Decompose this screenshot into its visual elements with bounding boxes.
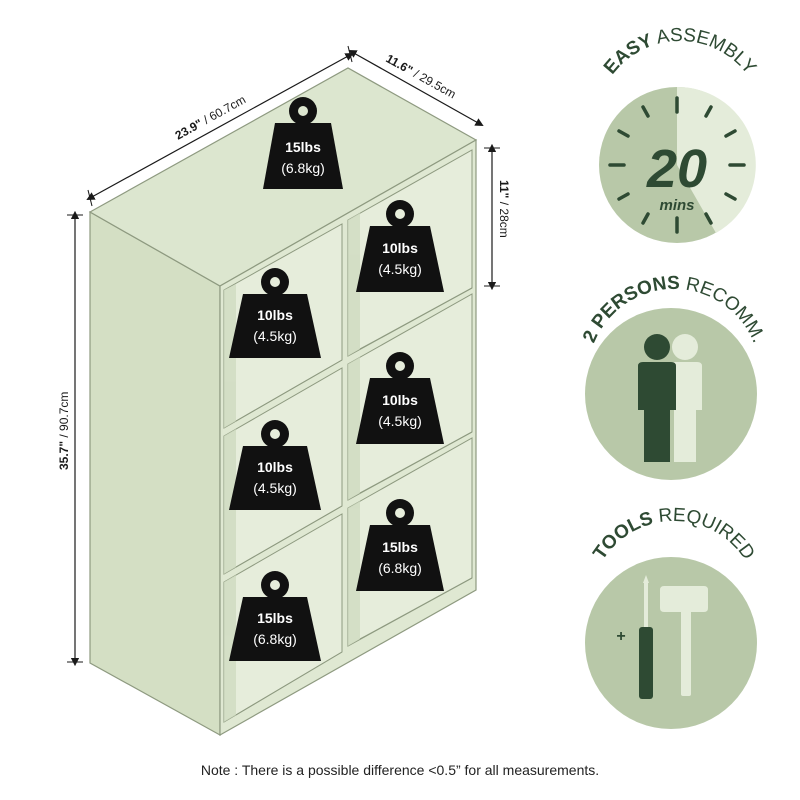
badge-tools-title: TOOLS REQUIRED	[589, 505, 758, 564]
screwdriver-icon: +	[616, 575, 653, 699]
badge-assembly-title: EASY ASSEMBLY	[600, 25, 760, 79]
weight-r2-left: 10lbs (4.5kg)	[229, 420, 321, 510]
height-metric: 90.7cm	[57, 392, 71, 431]
weight-label-kg: (4.5kg)	[253, 480, 297, 496]
cube-height-imperial: 11"	[497, 180, 511, 198]
weight-label-kg: (4.5kg)	[378, 413, 422, 429]
weight-label-lbs: 10lbs	[257, 307, 293, 323]
weight-r1-right: 10lbs (4.5kg)	[356, 200, 444, 292]
svg-text:+: +	[616, 628, 625, 645]
weight-label-lbs: 15lbs	[382, 539, 418, 555]
clock-ticks	[608, 96, 746, 234]
weight-label-lbs: 15lbs	[285, 139, 321, 155]
person-dark-icon	[638, 334, 676, 462]
weight-label-kg: (6.8kg)	[281, 160, 325, 176]
weight-label-lbs: 15lbs	[257, 610, 293, 626]
hammer-icon	[660, 586, 708, 696]
cube-height-metric: 28cm	[497, 208, 511, 237]
shelf-left-side	[89, 210, 221, 737]
dimension-height: 35.7" / 90.7cm	[57, 210, 83, 667]
weight-icon	[263, 123, 343, 189]
svg-text:11" / 28cm: 11" / 28cm	[497, 180, 511, 238]
weight-icon	[229, 597, 321, 661]
dimension-cube-height: 11" / 28cm	[484, 143, 511, 291]
badge-two-persons: 2 PERSONS RECOMM.	[579, 273, 769, 480]
weight-icon	[229, 446, 321, 510]
weight-label-kg: (6.8kg)	[253, 631, 297, 647]
measurement-note: Note : There is a possible difference <0…	[200, 762, 600, 778]
weight-icon	[356, 525, 444, 591]
weight-label-lbs: 10lbs	[382, 392, 418, 408]
badge-tools-required: TOOLS REQUIRED +	[585, 505, 759, 729]
weight-icon	[356, 226, 444, 292]
weight-label-kg: (4.5kg)	[378, 261, 422, 277]
weight-icon	[229, 294, 321, 358]
weight-icon	[356, 378, 444, 444]
height-imperial: 35.7"	[57, 441, 71, 470]
weight-r1-left: 10lbs (4.5kg)	[229, 268, 321, 358]
weight-label-lbs: 10lbs	[382, 240, 418, 256]
width-metric: 60.7cm	[207, 92, 248, 123]
assembly-unit: mins	[659, 197, 694, 214]
weight-label-kg: (4.5kg)	[253, 328, 297, 344]
depth-metric: 29.5cm	[417, 70, 458, 101]
weight-r2-right: 10lbs (4.5kg)	[356, 352, 444, 444]
assembly-minutes: 20	[646, 139, 707, 199]
svg-text:35.7" / 90.7cm: 35.7" / 90.7cm	[57, 392, 71, 470]
weight-label-lbs: 10lbs	[257, 459, 293, 475]
weight-label-kg: (6.8kg)	[378, 560, 422, 576]
weight-r3-right: 15lbs (6.8kg)	[356, 499, 444, 591]
screwdriver-hammer-icon	[585, 557, 757, 729]
person-light-icon	[668, 334, 702, 462]
weight-r3-left: 15lbs (6.8kg)	[229, 571, 321, 661]
badge-easy-assembly: EASY ASSEMBLY 20 mins	[599, 25, 760, 243]
